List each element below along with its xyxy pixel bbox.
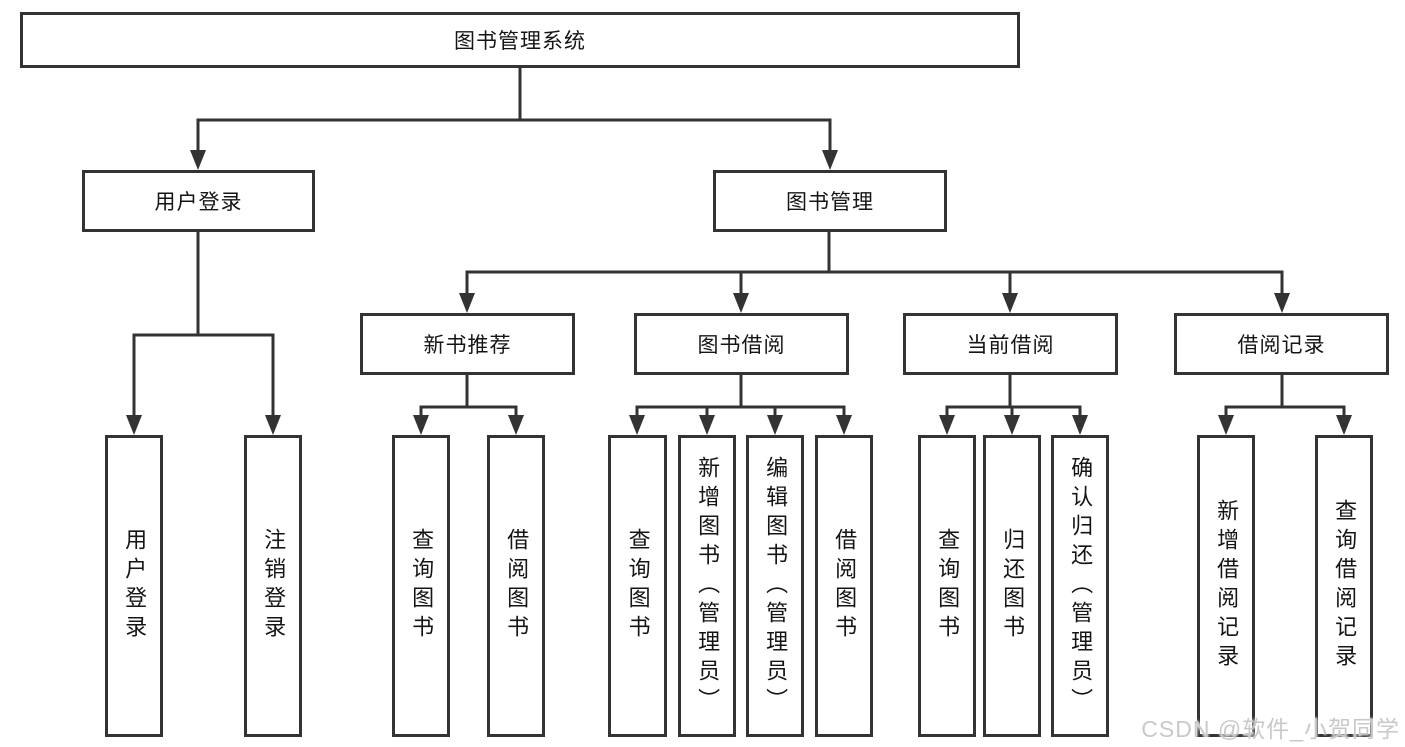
arrow-down-icon xyxy=(265,415,281,435)
arrowheads xyxy=(126,150,1352,435)
edge-user-login-children xyxy=(132,230,275,419)
arrow-down-icon xyxy=(1002,293,1018,313)
arrow-down-icon xyxy=(413,415,429,435)
edge-borrowing-records-children xyxy=(1224,373,1346,419)
arrow-down-icon xyxy=(699,415,715,435)
arrow-down-icon xyxy=(1072,415,1088,435)
leaf-logout-label: 注销登录 xyxy=(261,528,287,644)
arrow-down-icon xyxy=(629,415,645,435)
leaf-return-books: 归还图书 xyxy=(983,435,1041,737)
leaf-borrow-books-general: 借阅图书 xyxy=(815,435,873,737)
leaf-add-borrow-record-label: 新增借阅记录 xyxy=(1214,499,1240,673)
leaf-add-books-admin: 新增图书（管理员） xyxy=(678,435,736,737)
arrow-down-icon xyxy=(767,415,783,435)
leaf-query-books-borrowing: 查询图书 xyxy=(608,435,667,737)
arrow-down-icon xyxy=(733,293,749,313)
arrow-down-icon xyxy=(1004,415,1020,435)
arrow-down-icon xyxy=(508,415,524,435)
leaf-add-borrow-record: 新增借阅记录 xyxy=(1197,435,1255,737)
leaf-borrow-books-recommend-label: 借阅图书 xyxy=(504,528,530,644)
leaf-edit-books-admin-label: 编辑图书（管理员） xyxy=(763,455,789,717)
edge-current-borrowing-children xyxy=(945,373,1082,419)
edge-root-to-level2 xyxy=(196,66,832,154)
node-borrowing-records: 借阅记录 xyxy=(1174,313,1389,375)
leaf-user-login-label: 用户登录 xyxy=(122,528,148,644)
edge-book-management-children xyxy=(465,230,1284,297)
leaf-return-books-label: 归还图书 xyxy=(1000,528,1026,644)
node-library-system: 图书管理系统 xyxy=(20,12,1020,68)
leaf-query-borrow-record: 查询借阅记录 xyxy=(1315,435,1373,737)
node-new-book-recommend: 新书推荐 xyxy=(360,313,575,375)
leaf-query-books-current: 查询图书 xyxy=(918,435,976,737)
arrow-down-icon xyxy=(126,415,142,435)
arrow-down-icon xyxy=(1218,415,1234,435)
leaf-query-books-recommend: 查询图书 xyxy=(392,435,450,737)
arrow-down-icon xyxy=(939,415,955,435)
leaf-logout: 注销登录 xyxy=(244,435,302,737)
leaf-edit-books-admin: 编辑图书（管理员） xyxy=(746,435,804,737)
arrow-down-icon xyxy=(459,293,475,313)
arrow-down-icon xyxy=(190,150,206,170)
arrow-down-icon xyxy=(1336,415,1352,435)
leaf-query-books-current-label: 查询图书 xyxy=(935,528,961,644)
edge-book-borrowing-children xyxy=(635,373,846,419)
arrow-down-icon xyxy=(1274,293,1290,313)
leaf-query-books-recommend-label: 查询图书 xyxy=(409,528,435,644)
leaf-add-books-admin-label: 新增图书（管理员） xyxy=(695,455,721,717)
node-book-borrowing: 图书借阅 xyxy=(634,313,849,375)
leaf-query-borrow-record-label: 查询借阅记录 xyxy=(1332,499,1358,673)
edge-new-book-recommend-children xyxy=(419,373,518,419)
leaf-borrow-books-general-label: 借阅图书 xyxy=(832,528,858,644)
watermark: CSDN @软件_小贺同学 xyxy=(1141,716,1400,742)
arrow-down-icon xyxy=(822,150,838,170)
leaf-confirm-return-admin-label: 确认归还（管理员） xyxy=(1068,455,1094,717)
leaf-confirm-return-admin: 确认归还（管理员） xyxy=(1051,435,1109,737)
leaf-query-books-borrowing-label: 查询图书 xyxy=(625,528,651,644)
node-book-management: 图书管理 xyxy=(713,170,947,232)
leaf-borrow-books-recommend: 借阅图书 xyxy=(487,435,545,737)
tree-edges xyxy=(132,66,1346,419)
arrow-down-icon xyxy=(836,415,852,435)
node-user-login: 用户登录 xyxy=(82,170,315,232)
node-current-borrowing: 当前借阅 xyxy=(903,313,1118,375)
leaf-user-login: 用户登录 xyxy=(105,435,163,737)
